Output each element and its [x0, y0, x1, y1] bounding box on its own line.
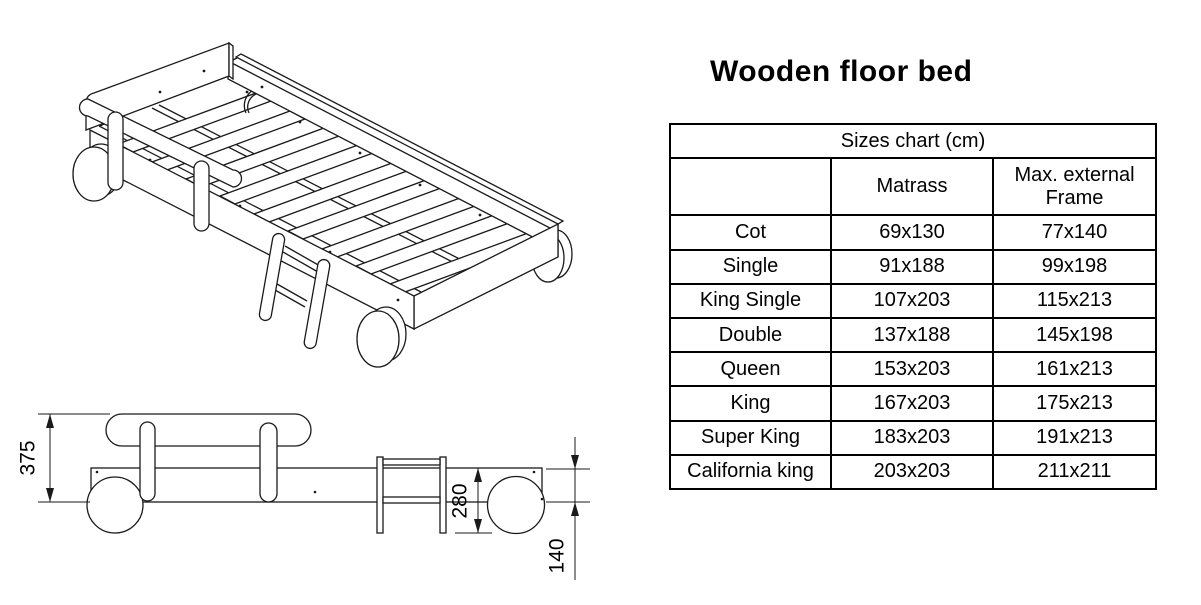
frame-size: 115x213 [992, 282, 1157, 320]
side-view: 375 280 140 [17, 413, 590, 580]
table-row: Double 137x188 145x198 [669, 316, 1157, 354]
table-row: Single 91x188 99x198 [669, 248, 1157, 285]
size-name: Single [669, 248, 832, 285]
size-name: Double [669, 316, 832, 354]
size-name: King Single [669, 282, 832, 320]
frame-size: 99x198 [992, 248, 1157, 285]
table-row: King Single 107x203 115x213 [669, 282, 1157, 320]
matrass-size: 167x203 [830, 385, 994, 422]
page-title: Wooden floor bed [710, 55, 973, 88]
table-row: Queen 153x203 161x213 [669, 351, 1157, 388]
table-row: Super King 183x203 191x213 [669, 419, 1157, 456]
table-row: King 167x203 175x213 [669, 385, 1157, 422]
guard-rail-post-side [259, 422, 278, 503]
sizes-table: Sizes chart (cm) Matrass Max. external F… [669, 122, 1157, 491]
matrass-size: 69x130 [830, 214, 994, 251]
wheel-front-foot-icon [356, 306, 407, 368]
ladder [258, 232, 331, 350]
matrass-size: 91x188 [830, 248, 994, 285]
wheel-left-icon [86, 476, 144, 534]
dim-label-280: 280 [449, 483, 472, 518]
col-header-empty [669, 157, 832, 217]
screw-marks [148, 69, 482, 302]
ladder-side [376, 456, 447, 534]
guard-rail-side [105, 413, 312, 447]
matrass-size: 203x203 [830, 453, 994, 491]
guard-rail-post [193, 160, 210, 232]
isometric-view [72, 41, 573, 368]
dimension-280: 280 [449, 468, 492, 534]
matrass-size: 153x203 [830, 351, 994, 388]
matrass-size: 107x203 [830, 282, 994, 320]
table-row: California king 203x203 211x211 [669, 453, 1157, 491]
frame-board [90, 467, 543, 503]
frame-size: 145x198 [992, 316, 1157, 354]
guard-rail-post [107, 111, 124, 191]
size-name: Super King [669, 419, 832, 456]
dim-label-375: 375 [17, 440, 40, 475]
frame-size: 191x213 [992, 419, 1157, 456]
dimension-375: 375 [17, 413, 110, 503]
col-header-matrass: Matrass [830, 157, 994, 217]
table-title-row: Sizes chart (cm) [669, 122, 1157, 160]
table-title: Sizes chart (cm) [669, 122, 1157, 160]
table-row: Cot 69x130 77x140 [669, 214, 1157, 251]
back-rail [227, 53, 565, 257]
screw-marks-side [95, 470, 544, 501]
matrass-size: 183x203 [830, 419, 994, 456]
technical-drawing: 375 280 140 [17, 41, 590, 580]
col-header-frame: Max. external Frame [992, 157, 1157, 217]
size-name: California king [669, 453, 832, 491]
frame-size: 211x211 [992, 453, 1157, 491]
wheel-right-icon [486, 475, 546, 535]
size-name: King [669, 385, 832, 422]
dimension-140: 140 [546, 437, 590, 580]
frame-size: 77x140 [992, 214, 1157, 251]
frame-size: 161x213 [992, 351, 1157, 388]
size-name: Queen [669, 351, 832, 388]
guard-rail-post-side [139, 421, 156, 502]
matrass-size: 137x188 [830, 316, 994, 354]
frame-size: 175x213 [992, 385, 1157, 422]
dim-label-140: 140 [546, 538, 569, 573]
size-name: Cot [669, 214, 832, 251]
table-header-row: Matrass Max. external Frame [669, 157, 1157, 217]
